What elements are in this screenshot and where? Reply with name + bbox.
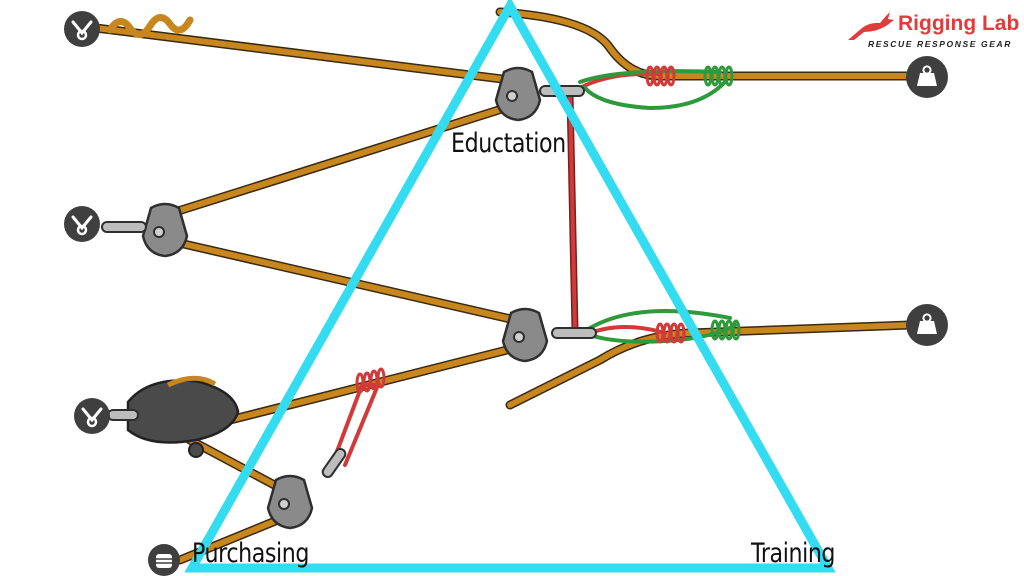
prusik-wraps xyxy=(355,65,741,394)
rope-knot xyxy=(106,14,194,38)
antelope-logo-icon xyxy=(848,12,894,40)
pulley-middle xyxy=(501,307,549,363)
red-prusik-upper xyxy=(578,71,662,90)
anchor-icon xyxy=(62,9,102,49)
green-prusik-upper xyxy=(583,80,727,111)
rope-grab-device xyxy=(107,375,240,458)
triangle-label-right: Training xyxy=(751,538,836,569)
carabiner-middle xyxy=(551,327,597,339)
triangle-label-top: Eductation xyxy=(451,128,566,159)
logo-name: Rigging Lab xyxy=(898,12,1020,35)
triangle-outline xyxy=(184,0,836,573)
green-cord-group xyxy=(578,69,737,344)
pulley-bottom xyxy=(266,474,314,530)
pulley-left xyxy=(141,202,189,258)
carabiner-left xyxy=(101,221,147,233)
carabiner-group xyxy=(101,85,597,479)
weight-icon xyxy=(905,55,949,99)
fist-icon xyxy=(148,544,180,576)
weight-icon xyxy=(905,303,949,347)
carabiner-bottom xyxy=(321,447,347,479)
triangle-label-left: Purchasing xyxy=(192,538,310,569)
rope-group xyxy=(91,7,915,565)
logo-tagline: RESCUE RESPONSE GEAR xyxy=(868,39,1012,49)
anchor-icon xyxy=(72,396,112,436)
pulley-top xyxy=(494,66,542,122)
anchor-icon xyxy=(62,204,102,244)
logo: Rigging Lab RESCUE RESPONSE GEAR xyxy=(846,10,1021,54)
